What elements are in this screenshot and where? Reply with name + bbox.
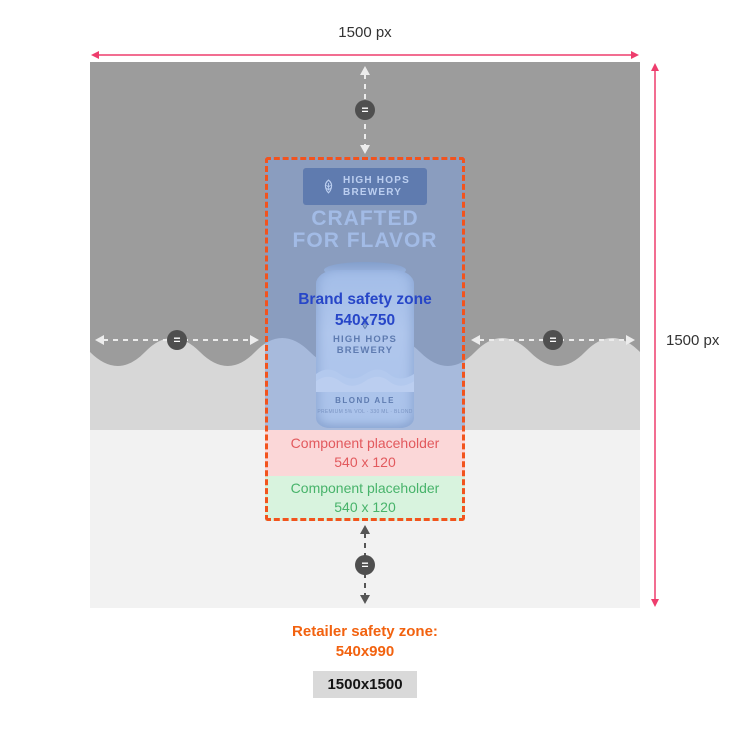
component-2-label: Component placeholder bbox=[290, 480, 440, 497]
retailer-zone-size: 540x990 bbox=[335, 643, 395, 660]
brand-zone-text: Brand safety zone 540x750 bbox=[298, 289, 432, 331]
component-placeholder-1: Component placeholder 540 x 120 bbox=[265, 430, 465, 476]
component-placeholder-2: Component placeholder 540 x 120 bbox=[265, 475, 465, 521]
component-2-size: 540 x 120 bbox=[334, 499, 396, 516]
right-height-label: 1500 px bbox=[666, 332, 720, 349]
canvas-size-row: 1500x1500 bbox=[90, 671, 640, 698]
top-width-label: 1500 px bbox=[338, 24, 392, 41]
retailer-zone-label: Retailer safety zone: bbox=[292, 623, 438, 640]
brand-zone-label: Brand safety zone bbox=[298, 290, 432, 308]
equals-badge-left: = bbox=[167, 330, 187, 350]
component-1-size: 540 x 120 bbox=[334, 453, 396, 470]
retailer-zone-note: Retailer safety zone: 540x990 bbox=[90, 622, 640, 662]
retailer-safety-zone-border bbox=[265, 157, 465, 521]
component-1-label: Component placeholder bbox=[290, 434, 440, 451]
canvas-size-chip: 1500x1500 bbox=[313, 671, 417, 698]
brand-safety-zone-overlay: Brand safety zone 540x750 bbox=[265, 157, 465, 430]
brand-zone-size: 540x750 bbox=[334, 311, 396, 329]
equals-badge-top: = bbox=[355, 100, 375, 120]
equals-badge-bottom: = bbox=[355, 555, 375, 575]
equals-badge-right: = bbox=[543, 330, 563, 350]
